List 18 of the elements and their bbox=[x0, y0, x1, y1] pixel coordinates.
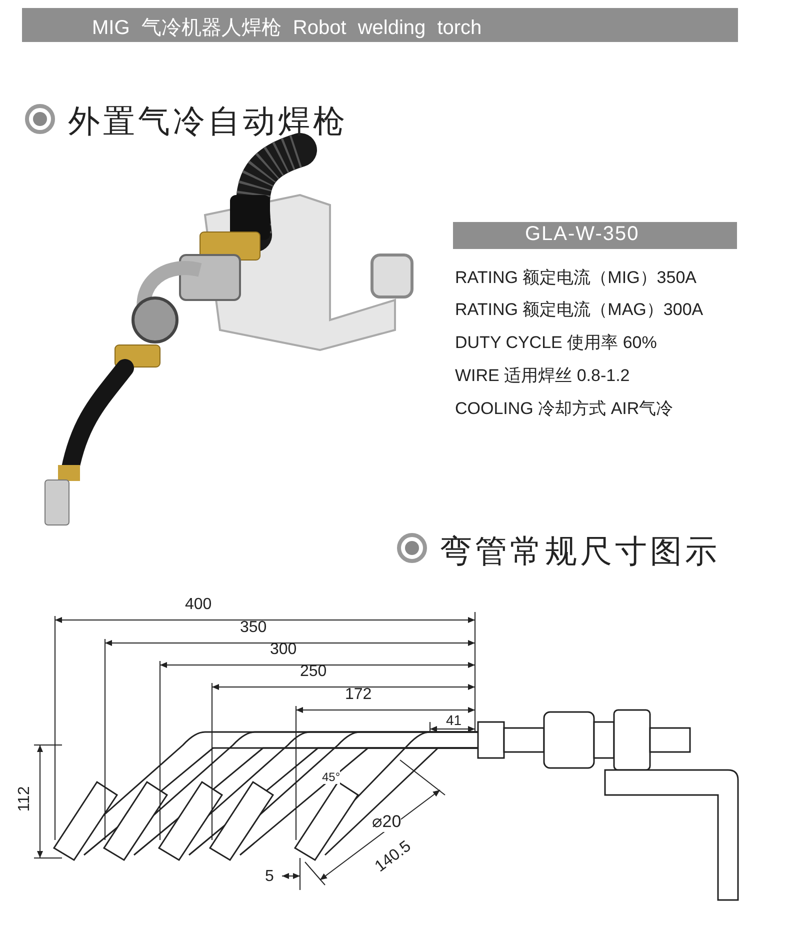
dimension-label: 5 bbox=[265, 868, 274, 886]
dimension-label: 41 bbox=[446, 713, 462, 728]
dimension-label: 350 bbox=[240, 619, 267, 637]
spec-text: COOLING 冷却方式 AIR气冷 bbox=[455, 398, 674, 420]
dimension-label: 172 bbox=[345, 686, 372, 704]
dimension-label: ⌀20 bbox=[372, 812, 402, 832]
spec-text: WIRE 适用焊丝 0.8-1.2 bbox=[455, 365, 630, 387]
spec-text: RATING 额定电流（MIG）350A bbox=[455, 267, 696, 289]
dimension-label: 112 bbox=[16, 786, 34, 812]
model-number: GLA-W-350 bbox=[525, 223, 640, 246]
spec-text: DUTY CYCLE 使用率 60% bbox=[455, 332, 657, 354]
section-heading: 弯管常规尺寸图示 bbox=[440, 532, 720, 571]
section-heading: 外置气冷自动焊枪 bbox=[68, 102, 348, 141]
dimension-label: 400 bbox=[185, 596, 212, 614]
dimension-label: 300 bbox=[270, 641, 297, 659]
spec-text: RATING 额定电流（MAG）300A bbox=[455, 299, 704, 321]
header-title: MIG 气冷机器人焊枪 Robot welding torch bbox=[92, 16, 482, 41]
dimension-label: 45° bbox=[322, 770, 340, 784]
